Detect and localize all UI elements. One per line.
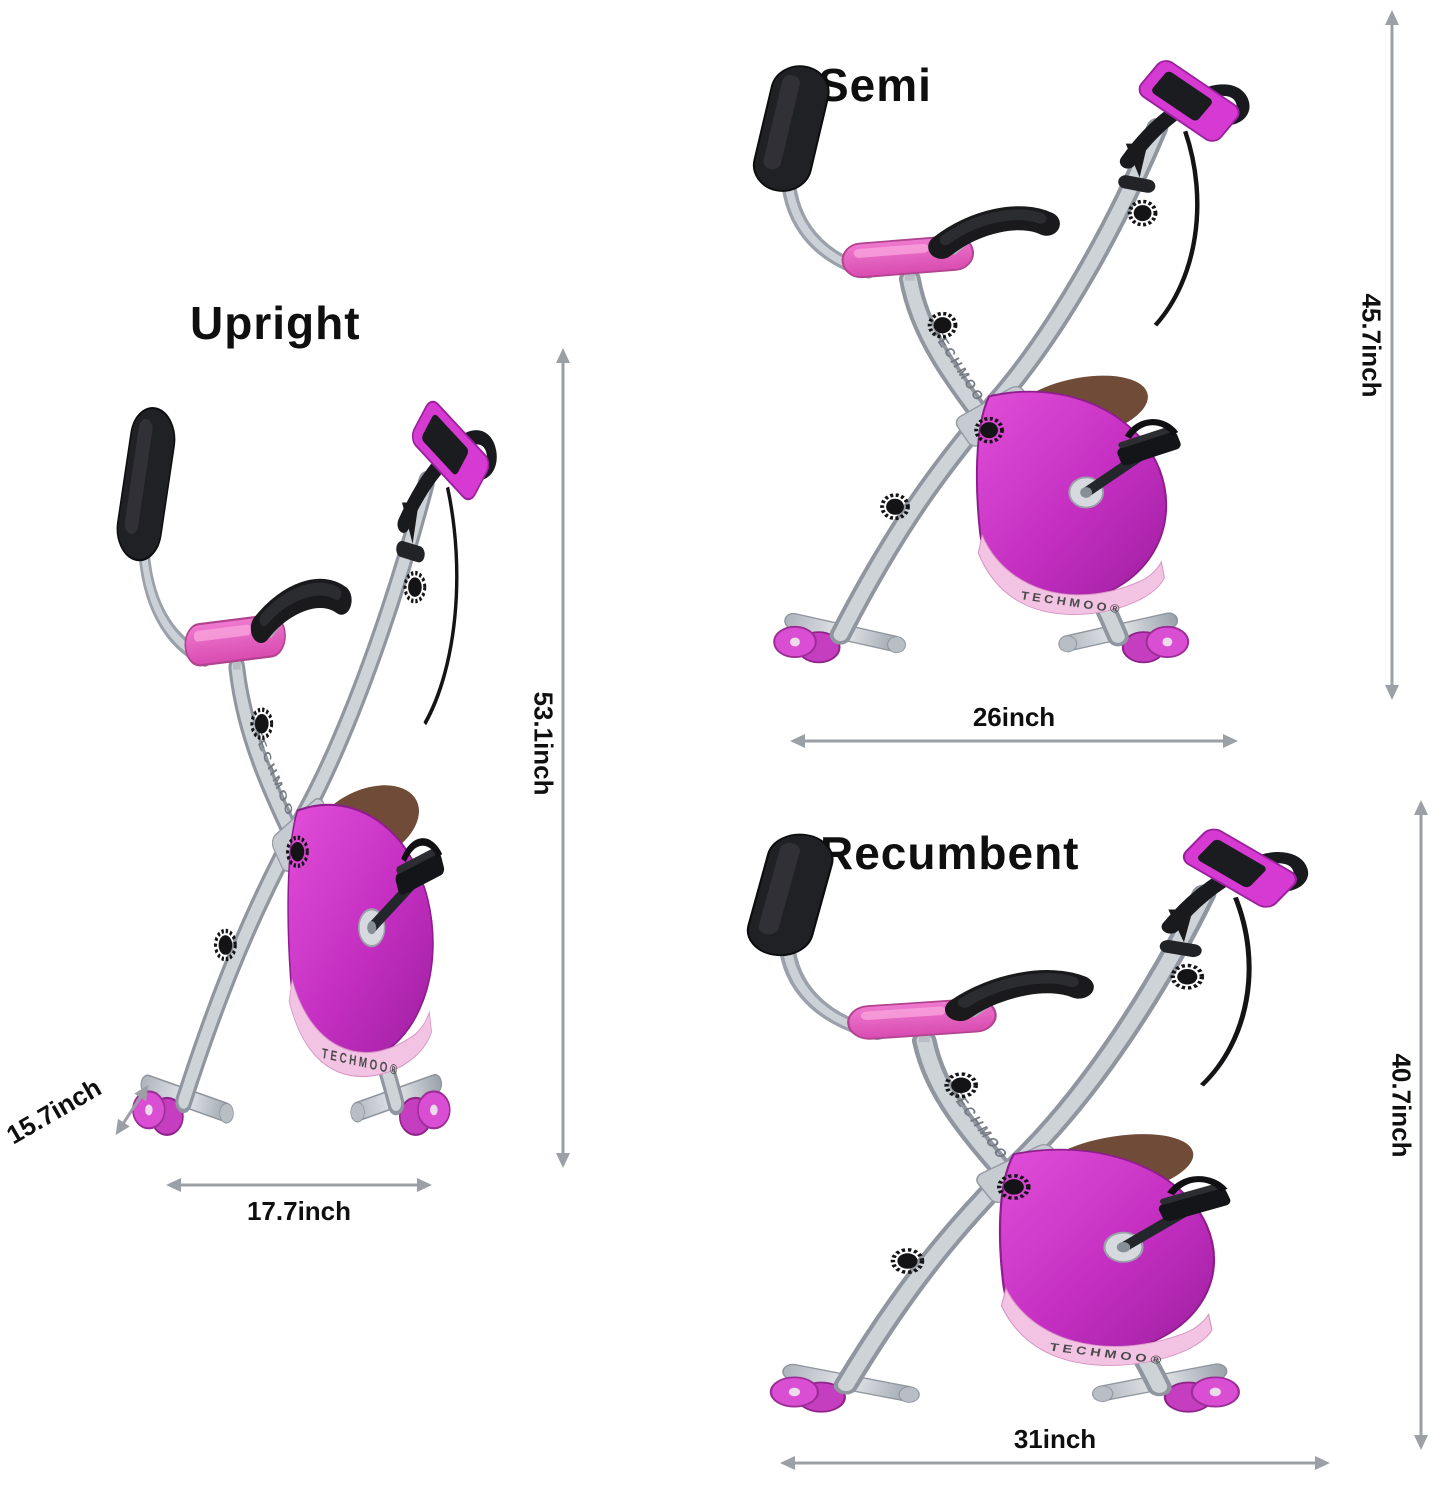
recumbent-height-dimension-arrow: [1414, 800, 1428, 1450]
semi-title: Semi: [818, 59, 932, 111]
recumbent-width-dimension-arrow: [780, 1456, 1330, 1470]
semi-height-label: 45.7inch: [1356, 293, 1387, 398]
semi-width-dimension-arrow: [790, 734, 1238, 748]
upright-height-label: 53.1inch: [528, 691, 559, 796]
upright-height-dimension-arrow: [556, 348, 570, 1168]
recumbent-title: Recumbent: [820, 827, 1080, 879]
semi-width-label: 26inch: [972, 702, 1056, 732]
recumbent-height-label: 40.7inch: [1386, 1053, 1417, 1158]
upright-width-label: 17.7inch: [246, 1196, 352, 1226]
upright-bike-illustration: [70, 342, 540, 1188]
upright-depth-dimension-arrow: [115, 1084, 149, 1136]
semi-height-dimension-arrow: [1385, 10, 1399, 700]
upright-width-dimension-arrow: [166, 1178, 432, 1192]
recumbent-width-label: 31inch: [1013, 1424, 1097, 1454]
upright-title: Upright: [190, 297, 361, 349]
semi-bike-illustration: [692, 12, 1306, 706]
recumbent-bike-illustration: [678, 782, 1372, 1454]
